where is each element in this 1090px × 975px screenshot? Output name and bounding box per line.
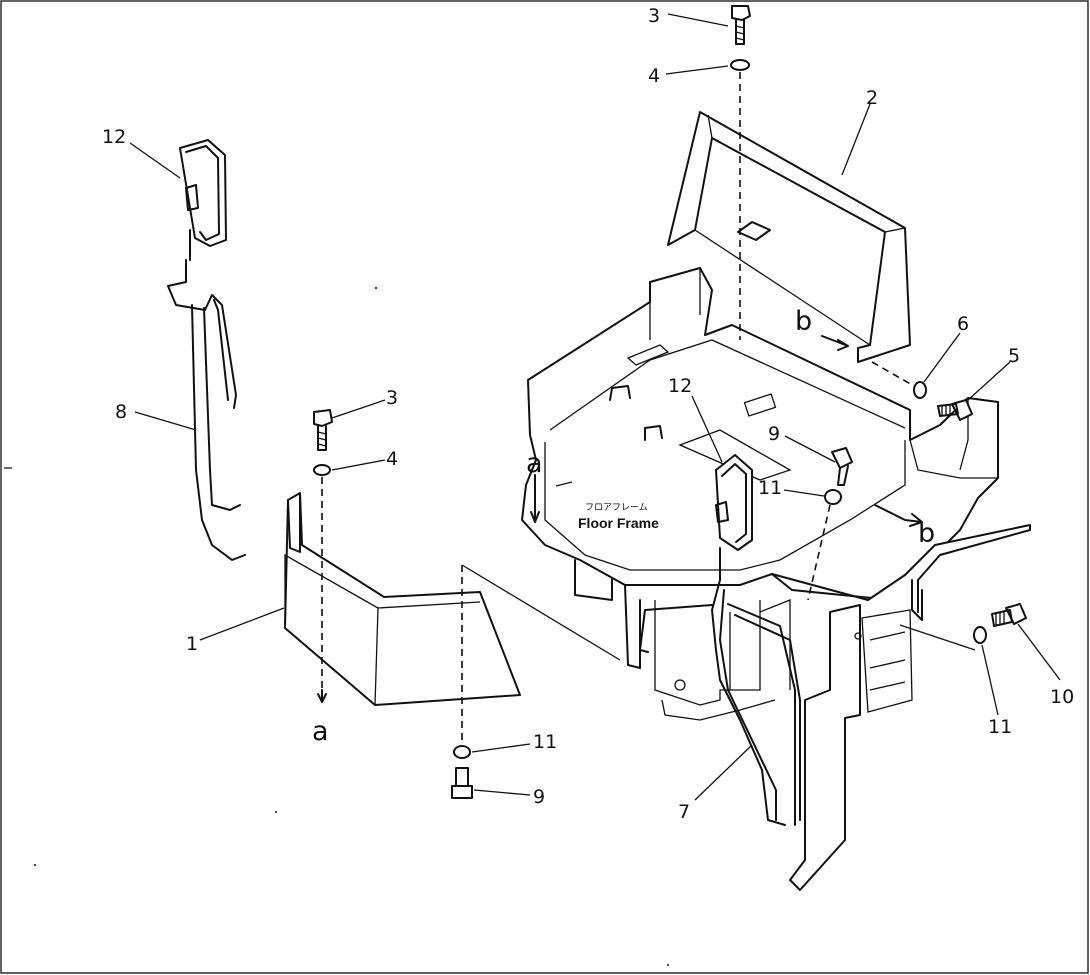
part-8-mirror-stay: [167, 259, 246, 561]
callout-9-mid: 9: [768, 423, 780, 445]
callout-7: 7: [678, 801, 690, 823]
part-12-mirror-left: [179, 139, 227, 261]
part-2-back-guard: [667, 111, 911, 363]
callout-1: 1: [186, 633, 198, 655]
bolt-3-mid: [313, 409, 333, 451]
frame-label-jp: フロアフレーム: [585, 502, 648, 513]
leader-right-bolt: [899, 624, 976, 651]
scan-marks: [4, 287, 669, 966]
bolt-9-low: [451, 767, 473, 799]
callout-12-mid: 12: [668, 375, 692, 397]
bolt-10: [991, 603, 1027, 627]
callout-4-top: 4: [648, 65, 660, 87]
washer-11-mid: [824, 489, 842, 505]
callout-8: 8: [115, 401, 127, 423]
callout-9-low: 9: [533, 786, 545, 808]
part-7-stay: [639, 579, 801, 826]
washer-4-mid: [313, 464, 331, 476]
callout-2: 2: [866, 87, 878, 109]
callout-12-left: 12: [102, 126, 126, 148]
ref-letter-a-left: a: [312, 716, 329, 747]
callout-6: 6: [957, 313, 969, 335]
callout-11-low: 11: [533, 731, 557, 753]
washer-4-top: [730, 59, 750, 71]
bolt-9-mid: [831, 447, 853, 486]
ref-letter-a-frame: a: [526, 448, 543, 479]
callout-5: 5: [1008, 345, 1020, 367]
callout-4-mid: 4: [386, 448, 398, 470]
ref-letter-b-top: b: [795, 306, 812, 337]
callout-3-mid: 3: [386, 387, 398, 409]
centerline-mid: [807, 504, 831, 601]
centerline-b-top: [871, 361, 915, 387]
callout-11-mid: 11: [758, 477, 782, 499]
callout-10: 10: [1050, 686, 1074, 708]
washer-11-low: [453, 745, 471, 759]
callout-11-right: 11: [988, 716, 1012, 738]
washer-11-right: [973, 626, 987, 644]
bolt-5: [937, 399, 973, 421]
arrow-a-frame: [530, 474, 540, 523]
callout-3-top: 3: [648, 5, 660, 27]
arrow-b-right: [874, 504, 923, 527]
washer-6: [913, 381, 927, 399]
floor-frame: [521, 267, 1031, 891]
arrow-b-top: [821, 335, 849, 351]
part-12-mirror-mid: [715, 454, 753, 581]
ref-letter-b-right: b: [918, 518, 935, 549]
frame-label-en: Floor Frame: [578, 515, 659, 531]
bolt-3-top: [731, 5, 751, 45]
callout-labels: 3 4 2 12 8 3 4 1 11 9 6 5 12 9 11 7 10 1…: [102, 5, 1074, 823]
leader-lines: [129, 13, 1061, 801]
